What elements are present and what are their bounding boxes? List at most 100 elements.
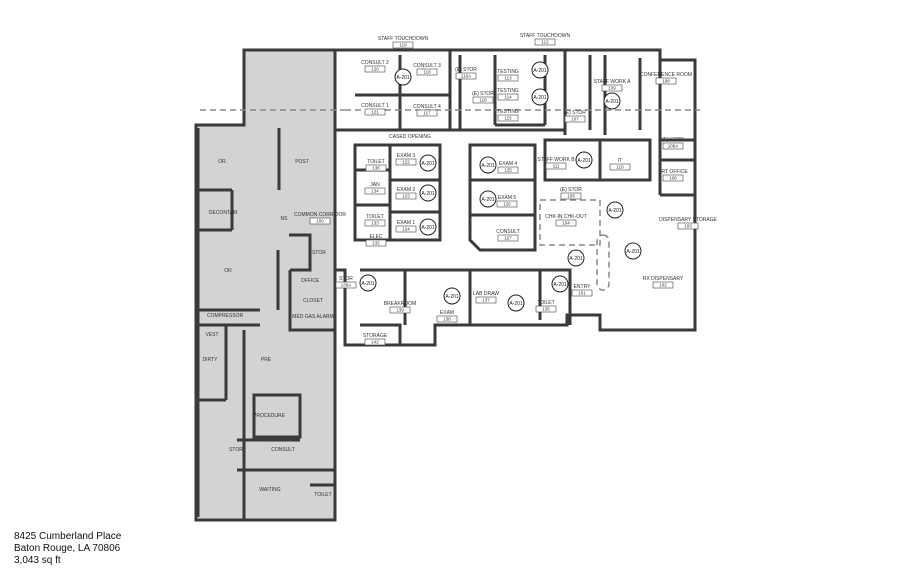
section-marker-label: A-201: [608, 208, 622, 214]
room-name: STORAGE: [363, 333, 388, 339]
section-marker-label: A-201: [481, 197, 495, 203]
section-marker-label: A-201: [605, 99, 619, 105]
section-tags: A-201A-201A-201A-201A-201A-201A-201A-201…: [359, 61, 642, 312]
room-number: 116A: [461, 74, 471, 79]
room-number: 116: [479, 98, 487, 103]
existing-wing: [194, 48, 337, 522]
room-name: ELEC: [369, 234, 382, 240]
room-number-box: [416, 109, 438, 117]
section-marker-icon: [419, 218, 437, 236]
room-number-box: [395, 192, 417, 200]
room-number-box: [392, 41, 414, 49]
section-marker-icon: [479, 156, 497, 174]
section-marker-icon: [531, 61, 549, 79]
room-name: WAITING: [259, 487, 280, 493]
section-marker-icon: [359, 274, 377, 292]
section-marker-icon: [479, 190, 497, 208]
section-marker-label: A-201: [569, 256, 583, 262]
room-name: CHK-IN CHK-OUT: [545, 214, 586, 220]
room-name: COMMON CORRIDOR: [294, 212, 346, 218]
room-number-box: [535, 305, 557, 313]
address-block: 8425 Cumberland Place Baton Rouge, LA 70…: [14, 531, 121, 567]
room-name: RX DISPENSARY: [643, 276, 684, 282]
room-number: 103: [684, 224, 692, 229]
section-marker-label: A-201: [445, 294, 459, 300]
room-number: 120: [371, 67, 379, 72]
section-marker-label: A-201: [421, 225, 435, 231]
room-label: TOILET: [314, 492, 331, 498]
room-number-box: [389, 306, 411, 314]
section-marker-icon: [419, 154, 437, 172]
room-number-box: [364, 108, 386, 116]
room-name: VEST: [205, 332, 218, 338]
room-number-box: [309, 217, 331, 225]
room-number: 108: [662, 79, 670, 84]
room-label: MED GAS ALARM: [292, 314, 333, 320]
section-marker-icon: [624, 242, 642, 260]
room-name: EXAM 4: [499, 161, 518, 167]
room-name: TOILET: [366, 214, 383, 220]
section-marker-icon: [567, 249, 585, 267]
room-name: (E) STOR: [564, 110, 586, 116]
section-marker-icon: [443, 287, 461, 305]
room-name: TESTING: [497, 109, 519, 115]
room-number-box: [534, 38, 556, 46]
section-marker-icon: [603, 92, 621, 110]
room-name: TESTING: [497, 88, 519, 94]
room-number-box: [545, 162, 567, 170]
room-number-box: [564, 115, 586, 123]
room-number: 117: [423, 111, 431, 116]
room-number-box: [560, 192, 582, 200]
address-line-1: 8425 Cumberland Place: [14, 531, 122, 542]
room-name: EXAM 1: [397, 220, 416, 226]
room-number: 121: [371, 110, 379, 115]
room-number-box: [497, 93, 519, 101]
section-marker-icon: [507, 294, 525, 312]
room-name: (E) STOR: [455, 67, 477, 73]
room-name: PROCEDURE: [253, 413, 286, 419]
section-marker-label: A-201: [481, 163, 495, 169]
section-marker-label: A-201: [626, 249, 640, 255]
room-name: OR: [218, 159, 226, 165]
room-name: MED GAS ALARM: [292, 314, 333, 320]
room-name: CONSULT: [496, 229, 520, 235]
room-number-box: [455, 72, 477, 80]
room-name: STOR: [339, 276, 353, 282]
room-number: 122: [402, 160, 410, 165]
room-number: 132: [372, 241, 380, 246]
room-number-box: [335, 281, 357, 289]
room-number-box: [609, 163, 631, 171]
room-number: 105: [567, 194, 575, 199]
room-name: OFFICE: [301, 278, 320, 284]
room-number: 118: [423, 70, 431, 75]
room-number: 139: [396, 308, 404, 313]
room-name: EXAM 5: [498, 195, 517, 201]
room-number: 134: [371, 189, 379, 194]
room-name: (E) STOR: [472, 91, 494, 97]
room-name: CONFERENCE ROOM: [640, 72, 692, 78]
room-name: EXAM 3: [397, 153, 416, 159]
room-name: STAFF TOUCHDOWN: [520, 33, 571, 39]
room-label: OR: [224, 268, 232, 274]
room-label: DECONTAM: [209, 210, 237, 216]
